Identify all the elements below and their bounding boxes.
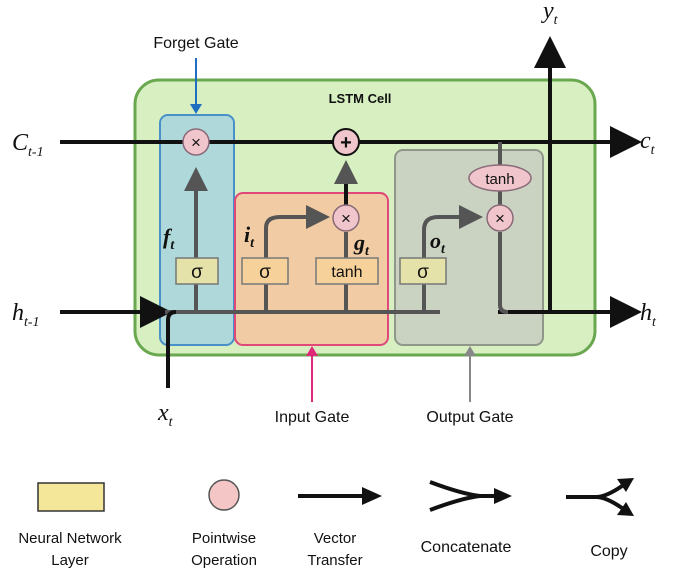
legend-vector-label-line2: Transfer bbox=[307, 552, 362, 569]
input-tanh-layer: tanh bbox=[315, 257, 379, 285]
legend-copy-arrowhead-up bbox=[617, 478, 634, 492]
y-out-label: yt bbox=[541, 0, 559, 28]
h-next-label: ht bbox=[640, 300, 657, 330]
h-prev-label: ht-1 bbox=[12, 300, 40, 330]
input-gate-label: Input Gate bbox=[275, 409, 350, 426]
forget-multiply-symbol: × bbox=[191, 133, 201, 152]
c-next-label: ct bbox=[640, 128, 656, 158]
c-prev-label: Ct-1 bbox=[12, 130, 44, 160]
input-sigma-symbol: σ bbox=[259, 262, 271, 283]
input-sigma-layer: σ bbox=[241, 257, 289, 285]
forget-sigma-layer: σ bbox=[175, 257, 219, 285]
input-i-path bbox=[264, 205, 330, 312]
output-gate-box bbox=[394, 149, 544, 346]
input-gate-pointer-head bbox=[306, 346, 318, 356]
legend-nn-layer-label-line2: Layer bbox=[51, 552, 89, 569]
legend-pointwise-label-line1: Pointwise bbox=[192, 530, 256, 547]
forget-sigma-symbol: σ bbox=[191, 262, 203, 283]
legend-copy-label: Copy bbox=[590, 543, 627, 560]
x-in-label: xt bbox=[157, 400, 174, 430]
legend-nn-layer-swatch bbox=[37, 482, 105, 512]
i-signal-label: it bbox=[244, 222, 255, 251]
output-sigma-layer: σ bbox=[399, 257, 447, 285]
legend: Neural Network Layer Pointwise Operation… bbox=[18, 478, 634, 569]
output-gate-label: Output Gate bbox=[426, 409, 513, 426]
legend-concat-icon bbox=[429, 480, 496, 512]
output-gate-pointer-head bbox=[464, 346, 476, 356]
output-tanh-op: tanh bbox=[468, 164, 532, 192]
forget-gate-pointer-head bbox=[190, 104, 202, 114]
legend-pointwise-swatch bbox=[208, 479, 240, 511]
output-tanh-label: tanh bbox=[485, 171, 514, 188]
input-multiply-symbol: × bbox=[341, 209, 351, 228]
output-to-hidden bbox=[498, 232, 509, 314]
g-signal-label: gt bbox=[353, 230, 370, 259]
cell-add-op: + bbox=[332, 128, 360, 156]
output-multiply-symbol: × bbox=[495, 209, 505, 228]
legend-pointwise-label-line2: Operation bbox=[191, 552, 257, 569]
forget-gate-label: Forget Gate bbox=[153, 35, 238, 52]
f-signal-label: ft bbox=[163, 224, 175, 253]
legend-concat-label: Concatenate bbox=[421, 539, 512, 556]
legend-copy-arrowhead-down bbox=[617, 502, 634, 516]
legend-nn-layer-label-line1: Neural Network bbox=[18, 530, 122, 547]
x-input-line bbox=[166, 310, 177, 388]
input-multiply-op: × bbox=[332, 204, 360, 232]
legend-vector-arrowhead bbox=[362, 487, 382, 505]
legend-concat-arrowhead bbox=[494, 488, 512, 504]
output-multiply-op: × bbox=[486, 204, 514, 232]
add-symbol: + bbox=[340, 132, 352, 154]
input-tanh-label: tanh bbox=[331, 264, 362, 281]
legend-copy-icon bbox=[566, 484, 624, 510]
output-o-path bbox=[422, 205, 483, 312]
o-signal-label: ot bbox=[430, 228, 446, 257]
legend-vector-label-line1: Vector bbox=[314, 530, 357, 547]
cell-title: LSTM Cell bbox=[329, 91, 392, 106]
forget-multiply-op: × bbox=[182, 128, 210, 156]
output-sigma-symbol: σ bbox=[417, 262, 429, 283]
